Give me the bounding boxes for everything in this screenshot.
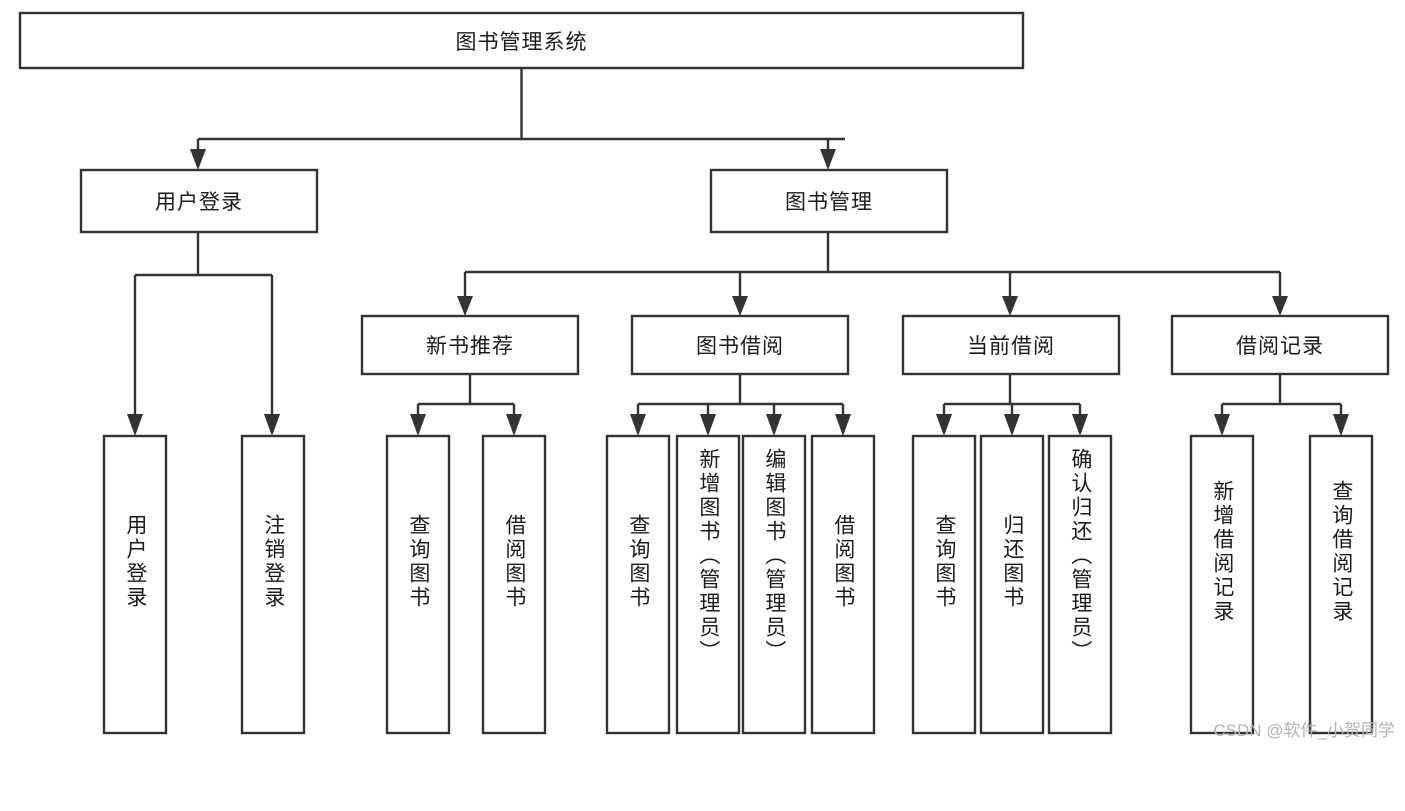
leaf-box[interactable]	[385, 434, 451, 735]
leaf-box[interactable]	[1189, 434, 1255, 735]
leaf-box[interactable]	[979, 434, 1045, 735]
arrow-head-icon	[700, 414, 716, 436]
node-new-book-recommend[interactable]	[360, 314, 580, 376]
arrow-head-icon	[264, 414, 280, 436]
node-book-borrow[interactable]	[630, 314, 850, 376]
arrow-head-icon	[190, 149, 206, 170]
arrow-head-icon	[1272, 296, 1288, 316]
arrow-head-icon	[410, 414, 426, 436]
arrow-head-icon	[1214, 414, 1230, 436]
arrow-head-icon	[1002, 296, 1018, 316]
arrow-head-icon	[127, 414, 143, 436]
leaf-box[interactable]	[102, 434, 168, 735]
leaf-box[interactable]	[1047, 434, 1113, 735]
node-root[interactable]	[18, 11, 1025, 70]
node-book-management[interactable]	[709, 168, 949, 234]
arrow-head-icon	[936, 414, 952, 436]
leaf-box[interactable]	[481, 434, 547, 735]
arrow-head-icon	[457, 296, 473, 316]
leaf-box[interactable]	[911, 434, 977, 735]
tree-diagram-svg	[18, 11, 1390, 735]
arrow-head-icon	[1333, 414, 1349, 436]
arrow-head-icon	[506, 414, 522, 436]
arrow-head-icon	[820, 149, 836, 170]
arrow-head-icon	[732, 296, 748, 316]
arrow-head-icon	[1072, 414, 1088, 436]
watermark: CSDN @软件_小贺同学	[1213, 721, 1395, 740]
arrow-head-icon	[766, 414, 782, 436]
leaf-box[interactable]	[605, 434, 671, 735]
leaf-box[interactable]	[810, 434, 876, 735]
leaf-box[interactable]	[741, 434, 807, 735]
arrow-head-icon	[630, 414, 646, 436]
node-user-login[interactable]	[79, 168, 319, 234]
leaf-box[interactable]	[240, 434, 306, 735]
diagram-canvas: 图书管理系统 用户登录 图书管理 新书推荐 图书借阅 当前借阅 借阅记录 用户登…	[18, 11, 1395, 740]
leaf-box[interactable]	[675, 434, 741, 735]
arrow-head-icon	[835, 414, 851, 436]
leaf-box[interactable]	[1308, 434, 1374, 735]
node-borrow-record[interactable]	[1170, 314, 1390, 376]
connector-layer	[127, 68, 1349, 436]
node-box-layer	[18, 11, 1390, 735]
arrow-head-icon	[1004, 414, 1020, 436]
node-current-borrow[interactable]	[901, 314, 1121, 376]
